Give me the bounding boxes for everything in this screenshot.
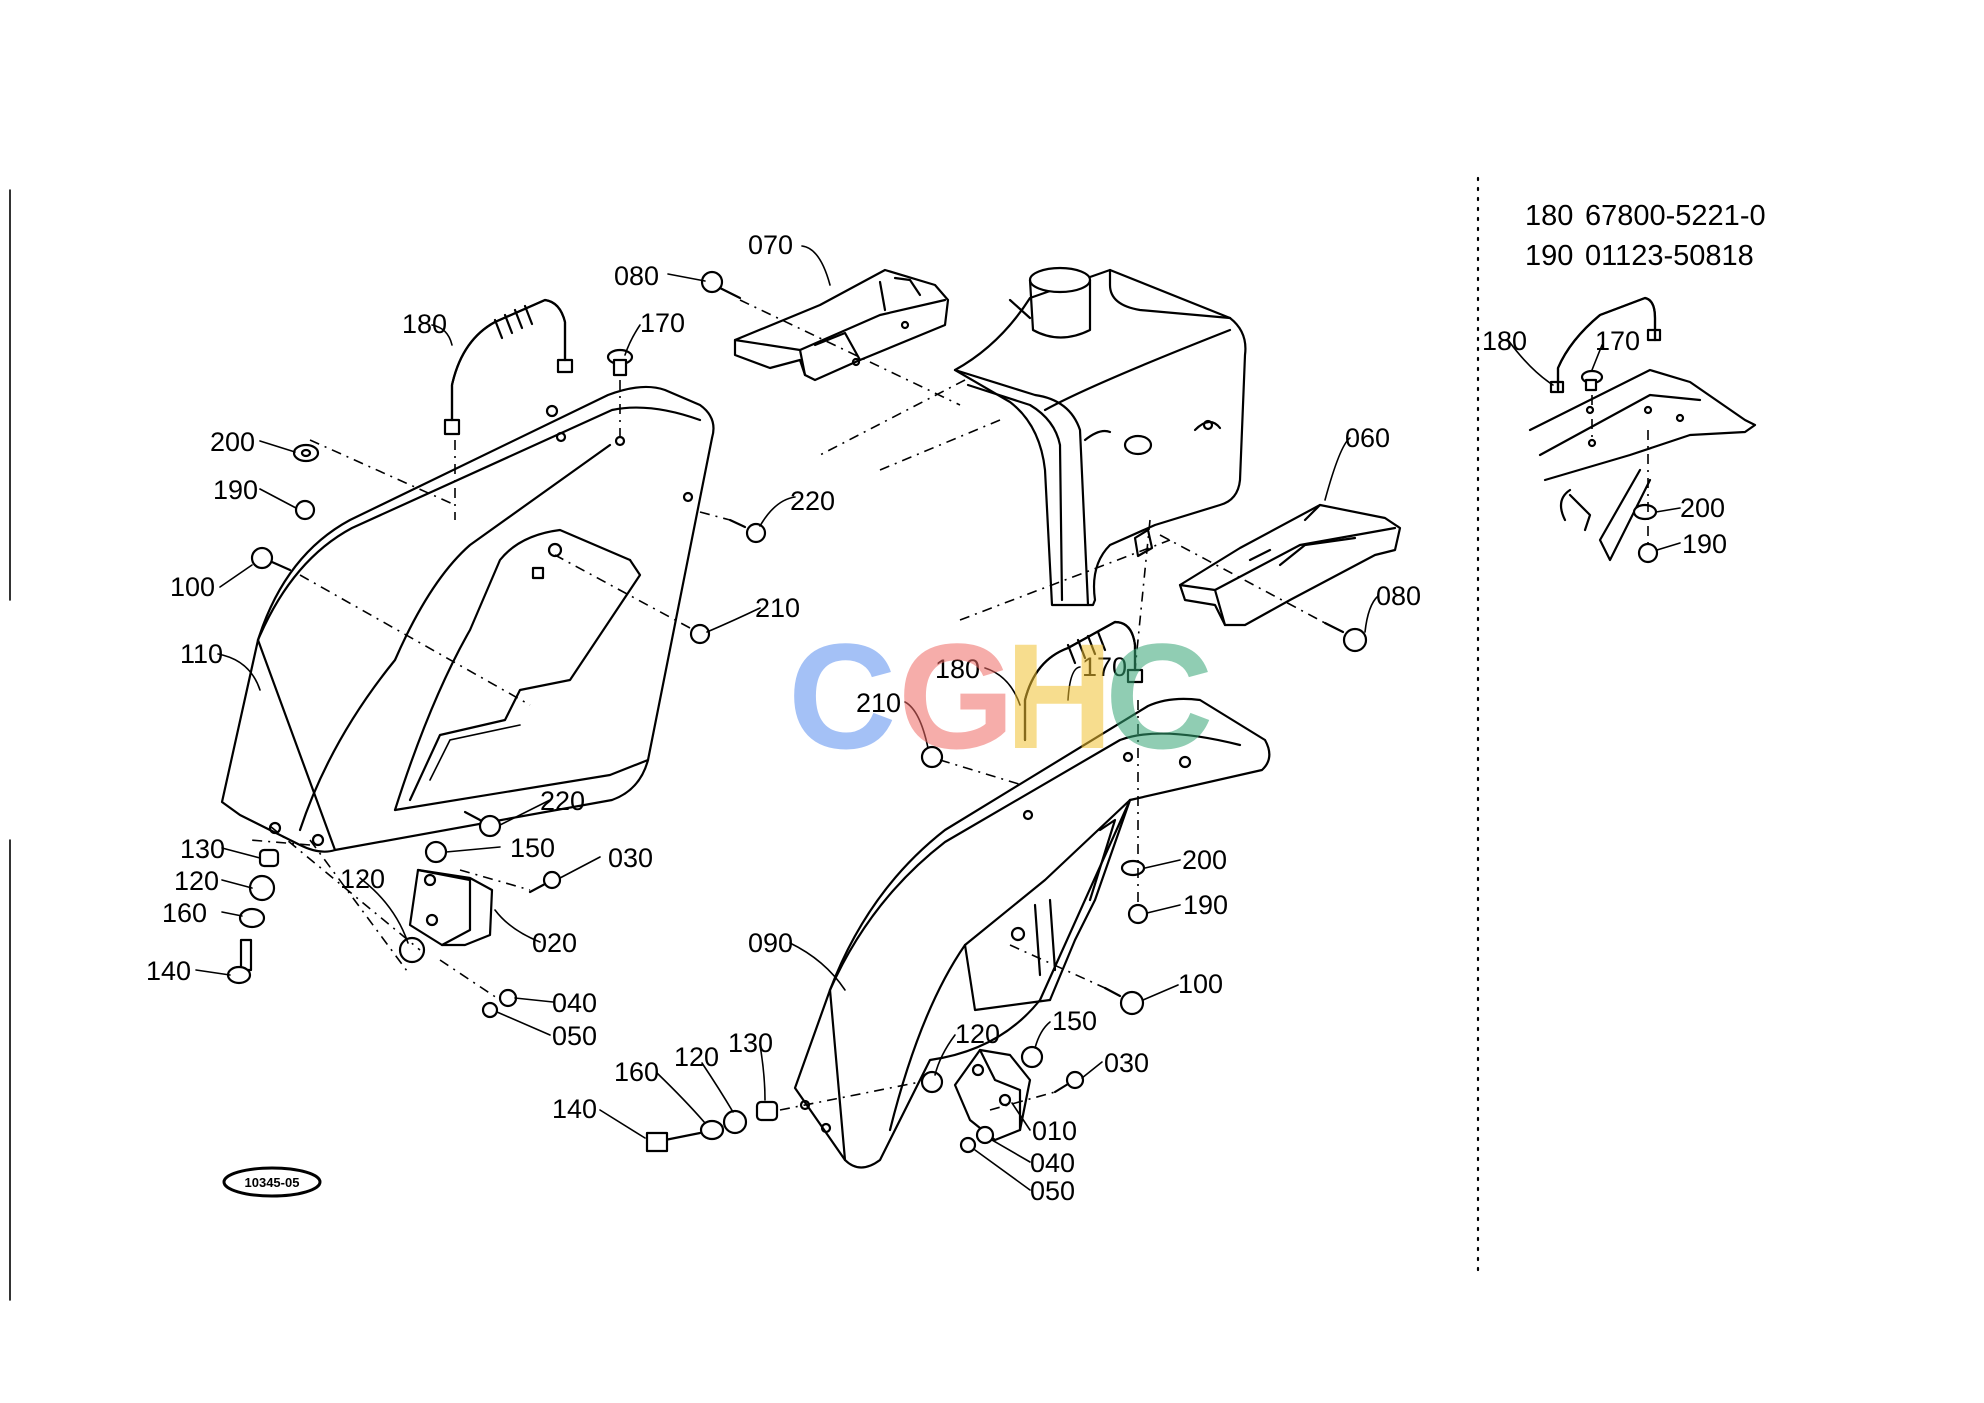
callout-210-right: 210 (856, 688, 901, 718)
callout-030: 030 (608, 843, 653, 873)
watermark-letter-2: G (898, 612, 1015, 780)
callout-180-inset: 180 (1482, 326, 1527, 356)
callout-220-lower: 220 (540, 786, 585, 816)
legend-part-180: 67800-5221-0 (1585, 200, 1766, 232)
callout-200-inset: 200 (1680, 493, 1725, 523)
step-plate-070 (733, 268, 950, 382)
callout-150: 150 (510, 833, 555, 863)
callout-120: 120 (174, 866, 219, 896)
callout-200: 200 (210, 427, 255, 457)
callout-160: 160 (162, 898, 207, 928)
assembly-lines (249, 299, 1326, 1111)
watermark-letter-4: C (1105, 612, 1213, 780)
watermark-letter-3: H (1005, 612, 1113, 780)
callout-040-right: 040 (1030, 1148, 1075, 1178)
callout-120-right: 120 (955, 1019, 1000, 1049)
inset-detail (1528, 296, 1757, 564)
callout-080: 080 (614, 261, 659, 291)
handle-180-left (443, 298, 574, 436)
callout-050-right: 050 (1030, 1176, 1075, 1206)
callout-020: 020 (532, 928, 577, 958)
callout-010: 010 (1032, 1116, 1077, 1146)
callout-130: 130 (180, 834, 225, 864)
callout-140: 140 (146, 956, 191, 986)
legend-part-190: 01123-50818 (1585, 240, 1754, 272)
callout-140-right: 140 (552, 1094, 597, 1124)
callout-080-right: 080 (1376, 581, 1421, 611)
callout-060: 060 (1345, 423, 1390, 453)
callout-090: 090 (748, 928, 793, 958)
callout-labels: 080 070 180 170 200 190 220 100 210 110 … (146, 230, 1727, 1206)
callout-190-inset: 190 (1682, 529, 1727, 559)
callout-100-right: 100 (1178, 969, 1223, 999)
callout-220: 220 (790, 486, 835, 516)
reference-code: 10345-05 (245, 1175, 300, 1190)
callout-190: 190 (213, 475, 258, 505)
callout-170-inset: 170 (1595, 326, 1640, 356)
leader-lines (195, 245, 1681, 1191)
callout-150-right: 150 (1052, 1006, 1097, 1036)
bracket-010 (953, 1048, 1032, 1142)
part-legend: 180 67800-5221-0 190 01123-50818 (1525, 200, 1766, 272)
bracket-020 (408, 868, 494, 947)
legend-ref-190: 190 (1525, 240, 1573, 272)
callout-030-right: 030 (1104, 1048, 1149, 1078)
callout-120-right-stack: 120 (674, 1042, 719, 1072)
callout-130-right: 130 (728, 1028, 773, 1058)
fender-left-110 (220, 385, 715, 853)
callout-100: 100 (170, 572, 215, 602)
callout-050: 050 (552, 1021, 597, 1051)
callout-040: 040 (552, 988, 597, 1018)
callout-210: 210 (755, 593, 800, 623)
watermark-letter-1: C (788, 612, 896, 780)
callout-120-bracket: 120 (340, 864, 385, 894)
callout-200-right: 200 (1182, 845, 1227, 875)
callout-170-right: 170 (1082, 652, 1127, 682)
fuel-tank (953, 266, 1247, 607)
callout-070: 070 (748, 230, 793, 260)
legend-ref-180: 180 (1525, 200, 1573, 232)
fender-right-090 (793, 697, 1271, 1169)
callout-110: 110 (180, 639, 223, 669)
cghc-watermark: C G H C (788, 612, 1213, 780)
callout-160-right: 160 (614, 1057, 659, 1087)
callout-190-right: 190 (1183, 890, 1228, 920)
callout-180: 180 (402, 309, 447, 339)
callout-170: 170 (640, 308, 685, 338)
step-plate-060 (1178, 503, 1402, 627)
reference-code-stamp: 10345-05 (222, 1166, 322, 1198)
callout-180-right: 180 (935, 654, 980, 684)
